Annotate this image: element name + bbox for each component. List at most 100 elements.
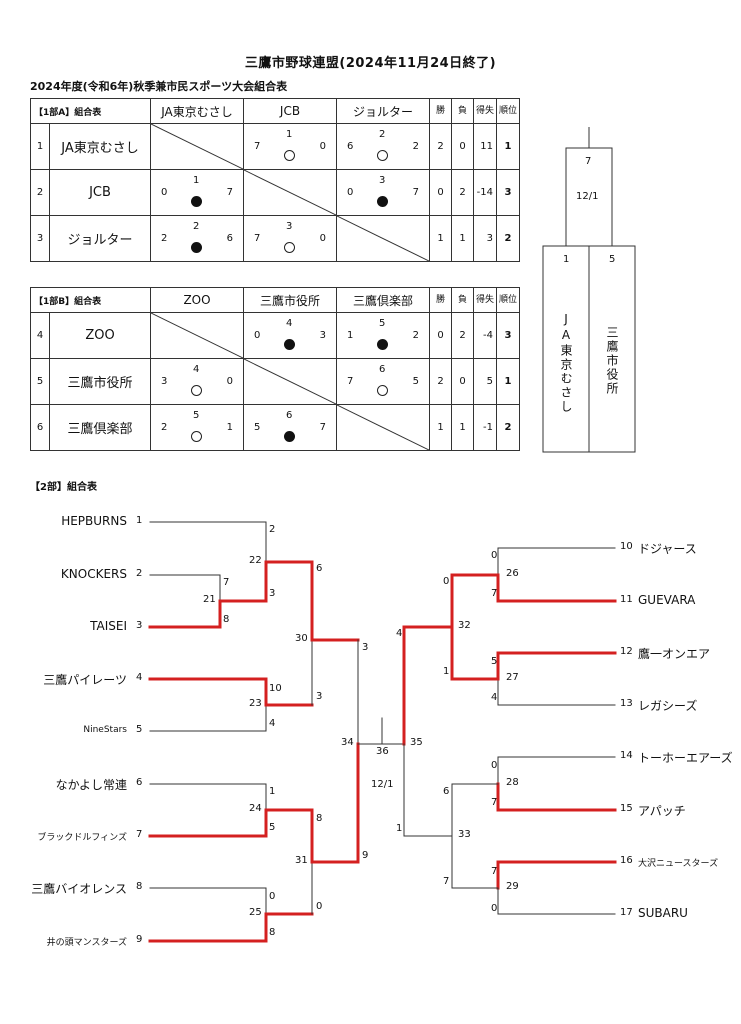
left-team-no: 7 — [136, 829, 143, 840]
left-team-no: 9 — [136, 934, 143, 945]
score-top: 0 — [443, 576, 450, 587]
score-top: 7 — [223, 577, 230, 588]
score-bottom: 7 — [491, 797, 498, 808]
right-team-name: アパッチ — [638, 804, 686, 818]
score-left: 0 — [161, 187, 168, 198]
score-top: 0 — [491, 550, 498, 561]
team-no: 2 — [31, 170, 50, 215]
score-bottom: 7 — [443, 876, 450, 887]
stat-win: 1 — [429, 215, 452, 262]
game-no: 25 — [249, 907, 262, 918]
final-date: 12/1 — [371, 779, 394, 790]
loss-mark-icon — [191, 196, 202, 207]
score-bottom: 0 — [491, 903, 498, 914]
score-bottom: 0 — [316, 901, 323, 912]
game-no: 33 — [458, 829, 471, 840]
score-top: 7 — [491, 866, 498, 877]
game-no: 2 — [379, 129, 386, 140]
score-left: 5 — [254, 422, 261, 433]
left-team-name: HEPBURNS — [61, 514, 127, 528]
left-team-name: ブラックドルフィンズ — [37, 833, 127, 843]
score-left: 2 — [161, 233, 168, 244]
score-bottom: 4 — [491, 692, 498, 703]
score-left: 2 — [161, 422, 168, 433]
team-cell: 1 JA東京むさし — [30, 123, 151, 170]
team-no: 6 — [31, 405, 50, 450]
diagonal-line — [151, 313, 243, 358]
score-top: 0 — [491, 760, 498, 771]
score-right: 6 — [226, 233, 233, 244]
stat-rank: 1 — [496, 123, 520, 170]
diagonal-cell — [243, 169, 337, 216]
right-team-name: レガシーズ — [638, 699, 698, 713]
team-no: 5 — [31, 359, 50, 404]
game-no: 3 — [379, 175, 386, 186]
page-subtitle: 2024年度(令和6年)秋季兼市民スポーツ大会組合表 — [30, 80, 288, 93]
final1-right-score: 5 — [609, 254, 616, 265]
final1-left-team: JA東京むさし — [559, 312, 573, 414]
game-no: 6 — [379, 364, 386, 375]
score-left: 0 — [254, 330, 261, 341]
left-team-no: 4 — [136, 672, 143, 683]
page-title: 三鷹市野球連盟(2024年11月24日終了) — [244, 56, 497, 71]
win-mark-icon — [191, 431, 202, 442]
left-team-no: 3 — [136, 620, 143, 631]
team-name: 三鷹倶楽部 — [67, 422, 133, 437]
league-b-header-label: 【1部B】組合表 — [30, 287, 151, 313]
stat-rank: 1 — [496, 358, 520, 405]
right-team-no: 17 — [620, 907, 633, 918]
game-no: 35 — [410, 737, 423, 748]
team-name: JA東京むさし — [61, 141, 139, 156]
score-bottom: 3 — [269, 588, 276, 599]
left-team-no: 8 — [136, 881, 143, 892]
right-team-name: ドジャース — [638, 542, 697, 556]
team-no: 1 — [31, 124, 50, 169]
left-team-no: 2 — [136, 568, 143, 579]
score-right: 1 — [226, 422, 233, 433]
game-no: 6 — [286, 410, 293, 421]
section2-label: 【2部】組合表 — [30, 482, 97, 493]
score-right: 0 — [226, 376, 233, 387]
left-team-name: NineStars — [83, 725, 127, 735]
win-mark-icon — [284, 150, 295, 161]
score-right: 2 — [412, 141, 419, 152]
score-top: 4 — [396, 628, 403, 639]
left-team-name: なかよし常連 — [55, 778, 127, 792]
team-no: 4 — [31, 313, 50, 358]
right-team-no: 11 — [620, 594, 633, 605]
final1-right-team: 三鷹市役所 — [605, 326, 619, 396]
game-no: 1 — [286, 129, 293, 140]
score-left: 6 — [347, 141, 354, 152]
score-top: 5 — [491, 656, 498, 667]
score-bottom: 9 — [362, 850, 369, 861]
right-team-name: 鷹一オンエア — [638, 647, 711, 661]
game-no: 34 — [341, 737, 354, 748]
team-name: ZOO — [85, 328, 115, 343]
league-b-col-diff: 得失 — [473, 287, 497, 313]
stat-rank: 2 — [496, 215, 520, 262]
right-team-no: 12 — [620, 646, 633, 657]
score-left: 7 — [347, 376, 354, 387]
league-b-col-rank: 順位 — [496, 287, 520, 313]
left-team-name: 三鷹バイオレンス — [31, 882, 127, 896]
team-no: 3 — [31, 216, 50, 261]
game-no: 1 — [193, 175, 200, 186]
score-right: 3 — [319, 330, 326, 341]
diagonal-cell — [150, 312, 244, 359]
score-bottom: 7 — [491, 588, 498, 599]
score-top: 2 — [269, 524, 276, 535]
score-top: 6 — [443, 786, 450, 797]
win-mark-icon — [377, 385, 388, 396]
